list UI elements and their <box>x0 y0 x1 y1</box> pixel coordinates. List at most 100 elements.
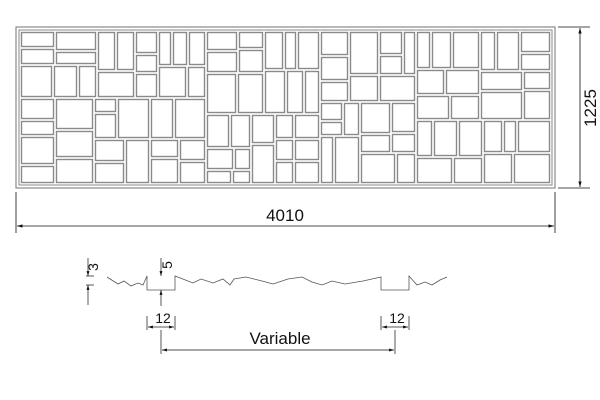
stone <box>480 71 523 91</box>
stone <box>343 102 360 136</box>
stone <box>251 144 275 184</box>
stone <box>320 121 343 136</box>
stone <box>230 114 251 148</box>
stone <box>445 69 480 95</box>
profile-dimensions <box>86 258 410 354</box>
stone <box>513 153 551 184</box>
stone <box>349 31 379 75</box>
stone <box>55 98 94 130</box>
stone <box>480 31 496 71</box>
stone <box>431 31 452 69</box>
stone <box>55 158 94 184</box>
stone <box>360 134 391 153</box>
stone <box>396 153 416 184</box>
stone <box>391 133 416 153</box>
stone <box>238 31 264 49</box>
stone <box>135 31 158 54</box>
stone <box>234 148 251 170</box>
stone <box>416 120 433 157</box>
stone <box>416 95 450 120</box>
stone-pattern <box>20 31 551 184</box>
stone <box>379 75 416 102</box>
stone <box>206 73 237 114</box>
height-label: 1225 <box>581 89 600 127</box>
stone <box>150 158 179 184</box>
stone <box>174 98 206 139</box>
stone <box>520 31 551 53</box>
stone <box>379 31 403 55</box>
panel-inner-outline <box>18 29 553 186</box>
stone <box>20 48 55 65</box>
stone <box>379 55 403 75</box>
stone <box>135 73 158 98</box>
stone <box>206 51 238 73</box>
stone <box>172 31 188 66</box>
stone <box>251 114 275 144</box>
stone <box>334 136 360 184</box>
groove-width-left-label: 12 <box>155 310 171 326</box>
stone <box>264 70 286 114</box>
stone <box>320 56 349 81</box>
groove-depth-label: 5 <box>159 261 175 269</box>
stone <box>523 90 551 120</box>
stone <box>206 148 234 170</box>
stone <box>55 31 97 51</box>
stone <box>20 65 53 98</box>
stone <box>179 139 206 161</box>
stone <box>20 120 55 136</box>
stone <box>517 120 551 153</box>
stone <box>55 51 97 65</box>
stone <box>496 31 520 71</box>
stone <box>320 102 343 121</box>
stone <box>320 81 349 102</box>
stone <box>55 130 94 158</box>
spacing-label: Variable <box>249 329 310 348</box>
stone <box>360 102 391 134</box>
stone <box>433 120 458 157</box>
stone <box>150 139 179 158</box>
stone <box>284 31 297 70</box>
stone <box>206 114 230 148</box>
stone-panel <box>15 26 556 189</box>
stone <box>20 31 55 48</box>
stone <box>360 153 396 184</box>
stone <box>294 161 320 184</box>
stone <box>206 170 232 184</box>
stone <box>125 139 150 184</box>
stone <box>158 66 187 98</box>
stone <box>416 31 431 69</box>
stone <box>275 161 294 184</box>
stone <box>117 98 150 139</box>
stone <box>20 136 55 165</box>
stone <box>458 120 483 157</box>
stone <box>94 98 117 113</box>
stone <box>275 139 294 161</box>
width-dimension <box>15 192 556 233</box>
stone <box>450 95 480 120</box>
stone <box>135 54 158 73</box>
stone <box>503 120 517 153</box>
stone <box>20 165 55 184</box>
stone <box>483 153 513 184</box>
stone <box>275 114 294 139</box>
stone <box>264 31 284 70</box>
stone <box>452 31 480 69</box>
height-dimension <box>558 26 590 189</box>
stone <box>179 161 206 184</box>
stone <box>416 69 445 95</box>
stone <box>94 139 125 162</box>
stone <box>453 157 483 184</box>
stone <box>53 65 78 98</box>
stone <box>158 31 172 66</box>
stone <box>294 114 320 139</box>
stone <box>320 136 334 184</box>
stone <box>403 31 416 75</box>
stone <box>232 170 251 184</box>
stone <box>206 31 238 51</box>
width-label: 4010 <box>266 206 304 225</box>
stone <box>188 31 206 66</box>
stone <box>237 73 264 114</box>
stone <box>294 139 320 161</box>
stone <box>187 66 206 98</box>
